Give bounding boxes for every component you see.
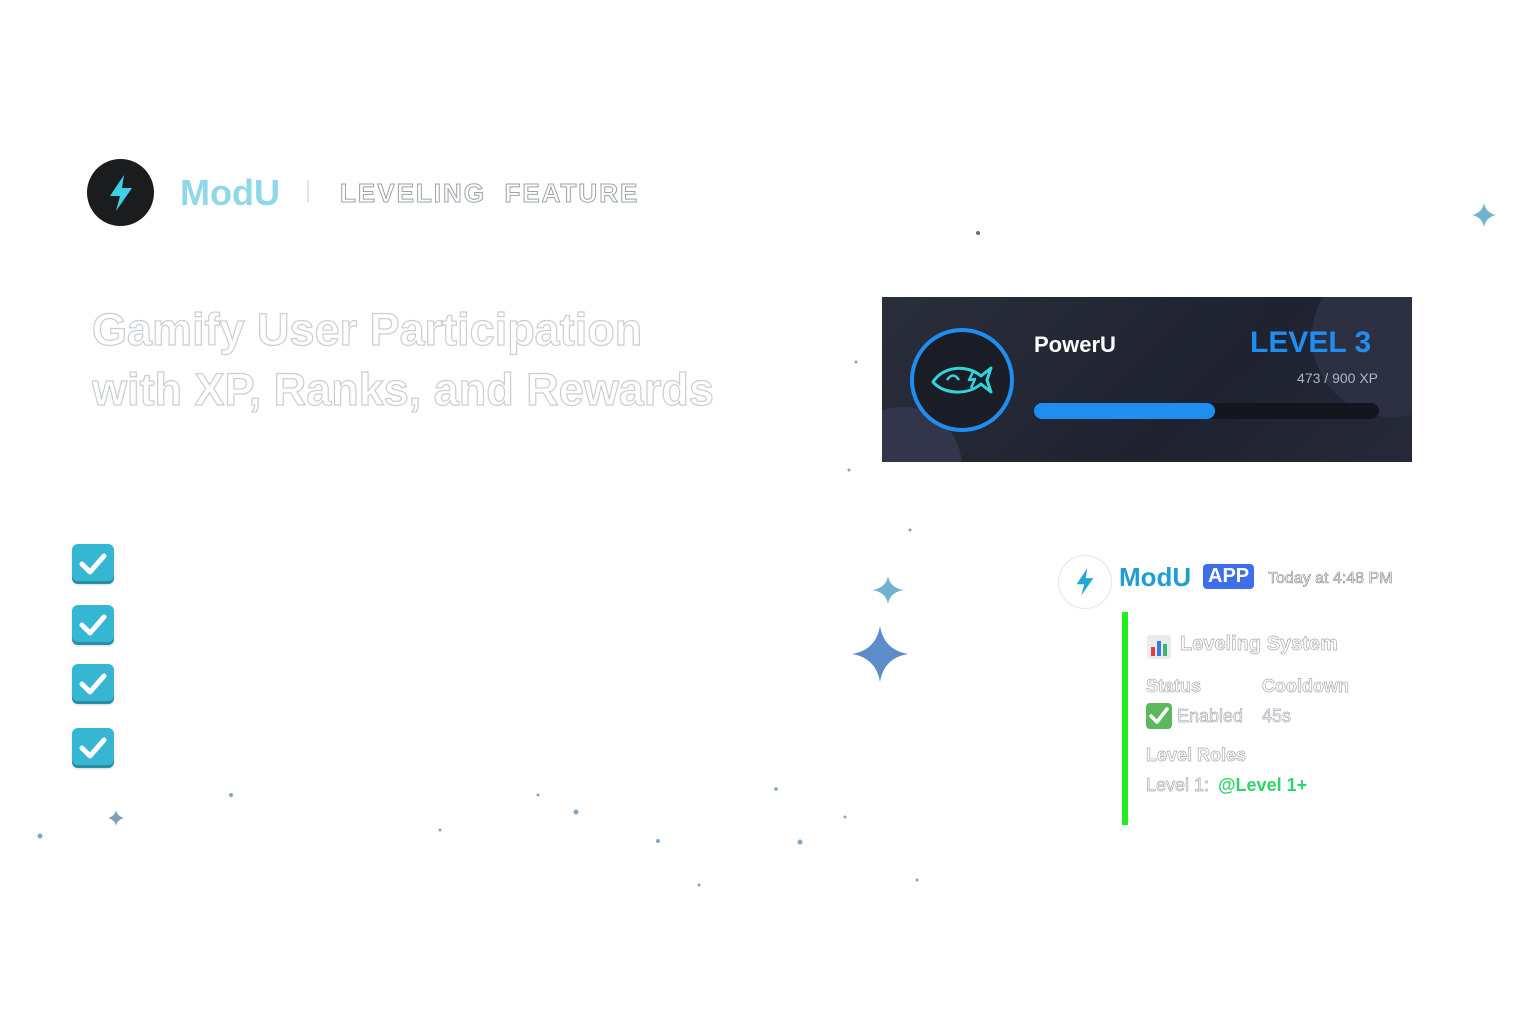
header-divider bbox=[307, 180, 309, 202]
level-label: LEVEL 3 bbox=[1250, 326, 1372, 359]
modu-logo bbox=[87, 159, 154, 226]
sparkle-icon bbox=[108, 810, 124, 826]
message-timestamp: Today at 4:48 PM bbox=[1268, 570, 1393, 588]
user-avatar bbox=[910, 328, 1014, 432]
fish-icon bbox=[931, 366, 993, 394]
cooldown-field-value: 45s bbox=[1262, 706, 1292, 727]
checkbox-4[interactable] bbox=[72, 728, 114, 768]
headline-line-1: Gamify User Participation bbox=[92, 303, 643, 355]
lightning-bolt-icon bbox=[1076, 568, 1094, 596]
roles-level-prefix: Level 1: bbox=[1146, 775, 1210, 796]
sparkle-icon bbox=[852, 626, 908, 682]
checkmark-icon bbox=[79, 614, 107, 636]
bot-name[interactable]: ModU bbox=[1119, 562, 1192, 592]
xp-progress-track bbox=[1034, 403, 1379, 419]
embed-title: Leveling System bbox=[1180, 633, 1339, 656]
level-card: PowerU LEVEL 3 473 / 900 XP bbox=[882, 297, 1412, 462]
checkbox-1[interactable] bbox=[72, 544, 114, 584]
bot-avatar[interactable] bbox=[1058, 555, 1112, 609]
feature-label: LEVELING FEATURE bbox=[339, 178, 640, 209]
checkmark-icon bbox=[79, 737, 107, 759]
xp-progress-fill bbox=[1034, 403, 1216, 419]
headline-line-2: with XP, Ranks, and Rewards bbox=[92, 363, 714, 415]
headline: Gamify User Participation with XP, Ranks… bbox=[92, 300, 732, 420]
status-field-value: Enabled bbox=[1177, 706, 1244, 727]
role-mention[interactable]: @Level 1+ bbox=[1218, 775, 1308, 795]
brand-name: ModU bbox=[180, 172, 280, 213]
xp-readout: 473 / 900 XP bbox=[1297, 370, 1378, 386]
checkbox-2[interactable] bbox=[72, 605, 114, 645]
bar-chart-icon bbox=[1146, 634, 1172, 665]
app-badge: APP bbox=[1203, 564, 1255, 589]
checkbox-3[interactable] bbox=[72, 664, 114, 704]
username: PowerU bbox=[1034, 332, 1116, 357]
roles-field-name: Level Roles bbox=[1146, 745, 1247, 766]
status-field-name: Status bbox=[1146, 676, 1202, 697]
checkmark-icon bbox=[79, 553, 107, 575]
checkmark-icon bbox=[79, 673, 107, 695]
embed-color-bar bbox=[1122, 612, 1128, 825]
check-mark-emoji-icon bbox=[1146, 703, 1172, 729]
cooldown-field-name: Cooldown bbox=[1262, 676, 1350, 697]
sparkle-icon bbox=[1472, 203, 1496, 227]
lightning-bolt-icon bbox=[109, 174, 132, 211]
sparkle-icon bbox=[872, 576, 904, 604]
